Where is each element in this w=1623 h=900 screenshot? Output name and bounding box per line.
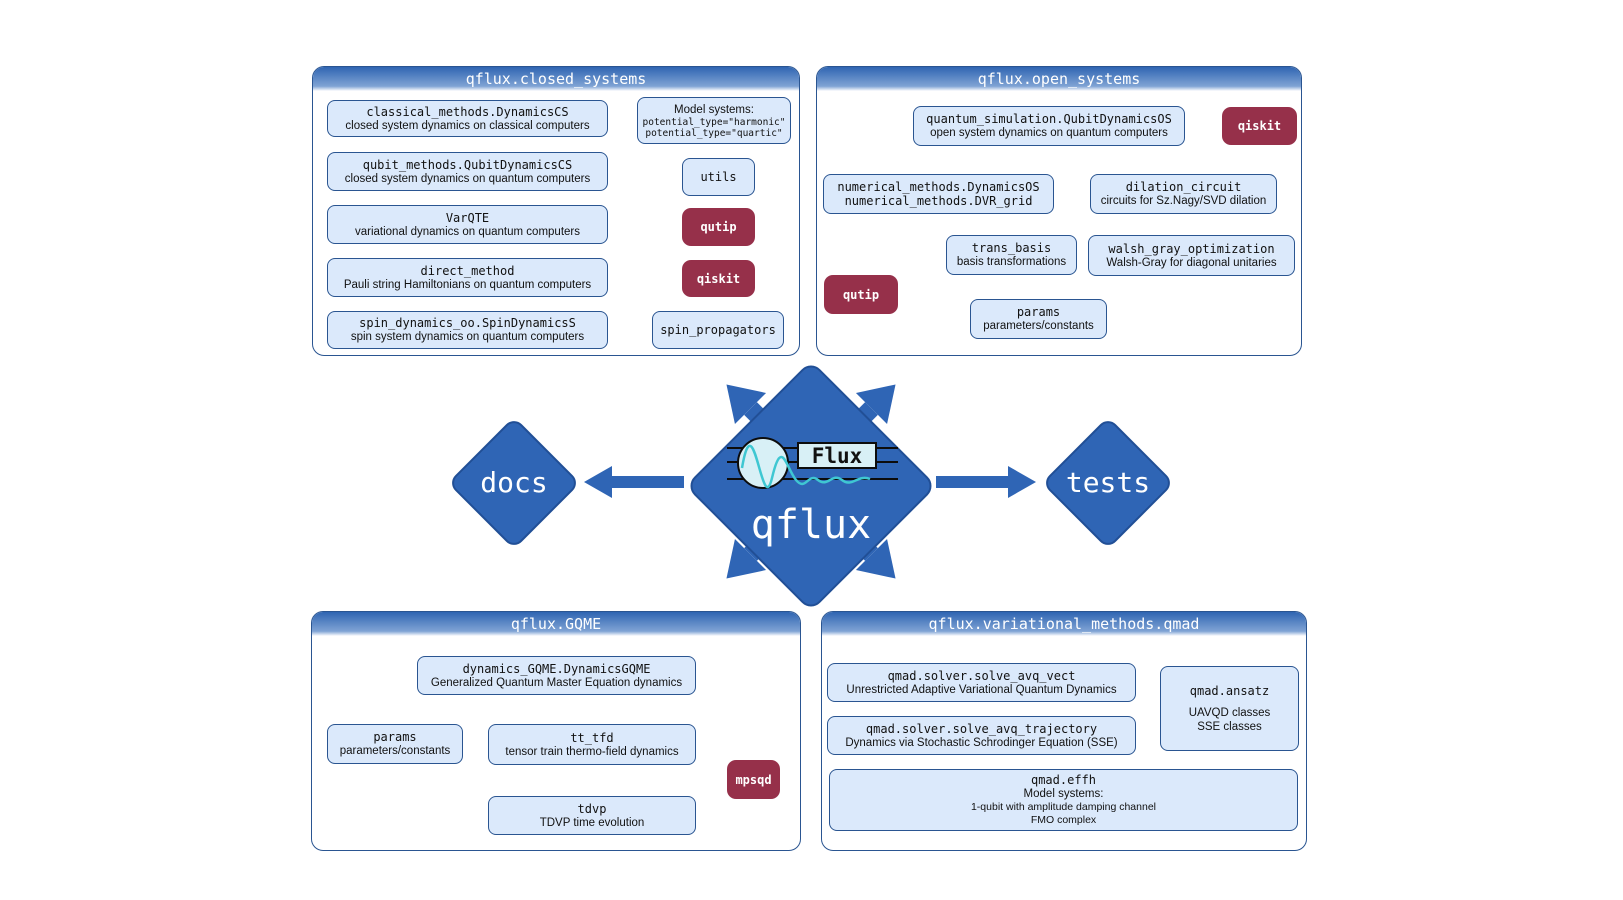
direct-method-box[interactable]: direct_method Pauli string Hamiltonians … [327, 258, 608, 297]
qmad-effh-box[interactable]: qmad.effh Model systems: 1-qubit with am… [829, 769, 1298, 831]
model-systems-box[interactable]: Model systems: potential_type="harmonic"… [637, 97, 791, 144]
gqme-title: qflux.GQME [312, 612, 800, 636]
spin-propagators-box[interactable]: spin_propagators [652, 311, 784, 349]
box-desc: Generalized Quantum Master Equation dyna… [430, 676, 683, 689]
closed-qutip-badge[interactable]: qutip [682, 208, 755, 246]
box-name: tt_tfd [570, 730, 614, 745]
qubit-methods-box[interactable]: qubit_methods.QubitDynamicsCS closed sys… [327, 152, 608, 191]
box-line2: numerical_methods.DVR_grid [844, 194, 1033, 208]
tests-diamond [1046, 421, 1170, 545]
box-line1: UAVQD classes [1188, 706, 1271, 719]
box-name: qmad.effh [1030, 773, 1097, 787]
box-desc: circuits for Sz.Nagy/SVD dilation [1100, 195, 1267, 207]
logo-text: Flux [811, 444, 863, 468]
box-name: params [373, 730, 417, 744]
qflux-title: qflux [750, 502, 872, 548]
numerical-methods-box[interactable]: numerical_methods.DynamicsOS numerical_m… [823, 174, 1054, 214]
box-name: spin_propagators [660, 323, 776, 337]
box-desc: variational dynamics on quantum computer… [354, 225, 580, 238]
box-name: dilation_circuit [1125, 180, 1242, 194]
open-params-box[interactable]: params parameters/constants [970, 299, 1107, 339]
closed-qiskit-badge[interactable]: qiskit [682, 260, 755, 297]
model-line1: potential_type="harmonic" [642, 116, 786, 128]
box-line2: SSE classes [1197, 720, 1262, 733]
box-name: qubit_methods.QubitDynamicsCS [362, 157, 573, 172]
mpsqd-badge[interactable]: mpsqd [727, 760, 780, 799]
classical-methods-box[interactable]: classical_methods.DynamicsCS closed syst… [327, 100, 608, 137]
open-systems-title: qflux.open_systems [817, 67, 1301, 91]
tdvp-box[interactable]: tdvp TDVP time evolution [488, 796, 696, 835]
box-line1: numerical_methods.DynamicsOS [837, 180, 1040, 194]
box-desc: closed system dynamics on classical comp… [345, 119, 590, 132]
utils-box[interactable]: utils [682, 158, 755, 196]
spin-dynamics-box[interactable]: spin_dynamics_oo.SpinDynamicsS spin syst… [327, 311, 608, 349]
box-line1: 1-qubit with amplitude damping channel [970, 801, 1157, 813]
model-line2: potential_type="quartic" [645, 127, 783, 139]
flux-logo [727, 437, 898, 489]
box-name: quantum_simulation.QubitDynamicsOS [926, 112, 1172, 126]
dilation-circuit-box[interactable]: dilation_circuit circuits for Sz.Nagy/SV… [1090, 174, 1277, 214]
box-desc: basis transformations [956, 256, 1067, 268]
qflux-diamond [690, 365, 932, 607]
box-desc: tensor train thermo-field dynamics [505, 745, 679, 758]
box-desc: Unrestricted Adaptive Variational Quantu… [846, 683, 1117, 696]
tests-label[interactable]: tests [1065, 466, 1151, 499]
box-name: direct_method [420, 263, 515, 278]
open-qutip-badge[interactable]: qutip [824, 275, 898, 314]
arrow-right [936, 466, 1036, 498]
box-desc: Pauli string Hamiltonians on quantum com… [343, 278, 592, 291]
qubit-dynamics-os-box[interactable]: quantum_simulation.QubitDynamicsOS open … [913, 106, 1185, 146]
box-desc: open system dynamics on quantum computer… [930, 127, 1168, 139]
docs-label[interactable]: docs [480, 466, 548, 499]
solve-avq-trajectory-box[interactable]: qmad.solver.solve_avq_trajectory Dynamic… [827, 716, 1136, 755]
box-name: spin_dynamics_oo.SpinDynamicsS [359, 316, 576, 330]
box-desc: Dynamics via Stochastic Schrodinger Equa… [845, 736, 1118, 749]
qmad-title: qflux.variational_methods.qmad [822, 612, 1306, 636]
dynamics-gqme-box[interactable]: dynamics_GQME.DynamicsGQME Generalized Q… [417, 656, 696, 695]
box-name: VarQTE [445, 210, 490, 225]
box-desc: closed system dynamics on quantum comput… [344, 172, 591, 185]
tt-tfd-box[interactable]: tt_tfd tensor train thermo-field dynamic… [488, 724, 696, 765]
box-name: qmad.solver.solve_avq_trajectory [865, 721, 1098, 736]
trans-basis-box[interactable]: trans_basis basis transformations [946, 235, 1077, 275]
box-desc: parameters/constants [983, 320, 1094, 332]
varqte-box[interactable]: VarQTE variational dynamics on quantum c… [327, 205, 608, 244]
gqme-params-box[interactable]: params parameters/constants [327, 724, 463, 764]
box-name: params [1016, 305, 1061, 319]
box-name: dynamics_GQME.DynamicsGQME [462, 661, 651, 676]
qmad-ansatz-box[interactable]: qmad.ansatz UAVQD classes SSE classes [1160, 666, 1299, 751]
arrow-left [584, 466, 684, 498]
box-title: Model systems: [1023, 788, 1104, 800]
box-name: classical_methods.DynamicsCS [366, 104, 569, 119]
model-title: Model systems: [674, 103, 754, 116]
box-name: walsh_gray_optimization [1108, 241, 1275, 256]
walsh-gray-box[interactable]: walsh_gray_optimization Walsh-Gray for d… [1088, 235, 1295, 276]
box-name: qmad.ansatz [1189, 683, 1270, 698]
box-desc: Walsh-Gray for diagonal unitaries [1106, 256, 1277, 269]
closed-systems-title: qflux.closed_systems [313, 67, 799, 91]
box-name: qmad.solver.solve_avq_vect [887, 668, 1076, 683]
box-line2: FMO complex [1030, 814, 1097, 826]
box-name: utils [700, 170, 737, 184]
open-qiskit-badge[interactable]: qiskit [1222, 107, 1297, 145]
docs-diamond [452, 421, 576, 545]
box-desc: spin system dynamics on quantum computer… [350, 331, 585, 343]
box-desc: TDVP time evolution [539, 816, 645, 829]
box-desc: parameters/constants [339, 745, 451, 757]
box-name: tdvp [577, 801, 607, 816]
solve-avq-vect-box[interactable]: qmad.solver.solve_avq_vect Unrestricted … [827, 663, 1136, 702]
box-name: trans_basis [971, 241, 1052, 255]
